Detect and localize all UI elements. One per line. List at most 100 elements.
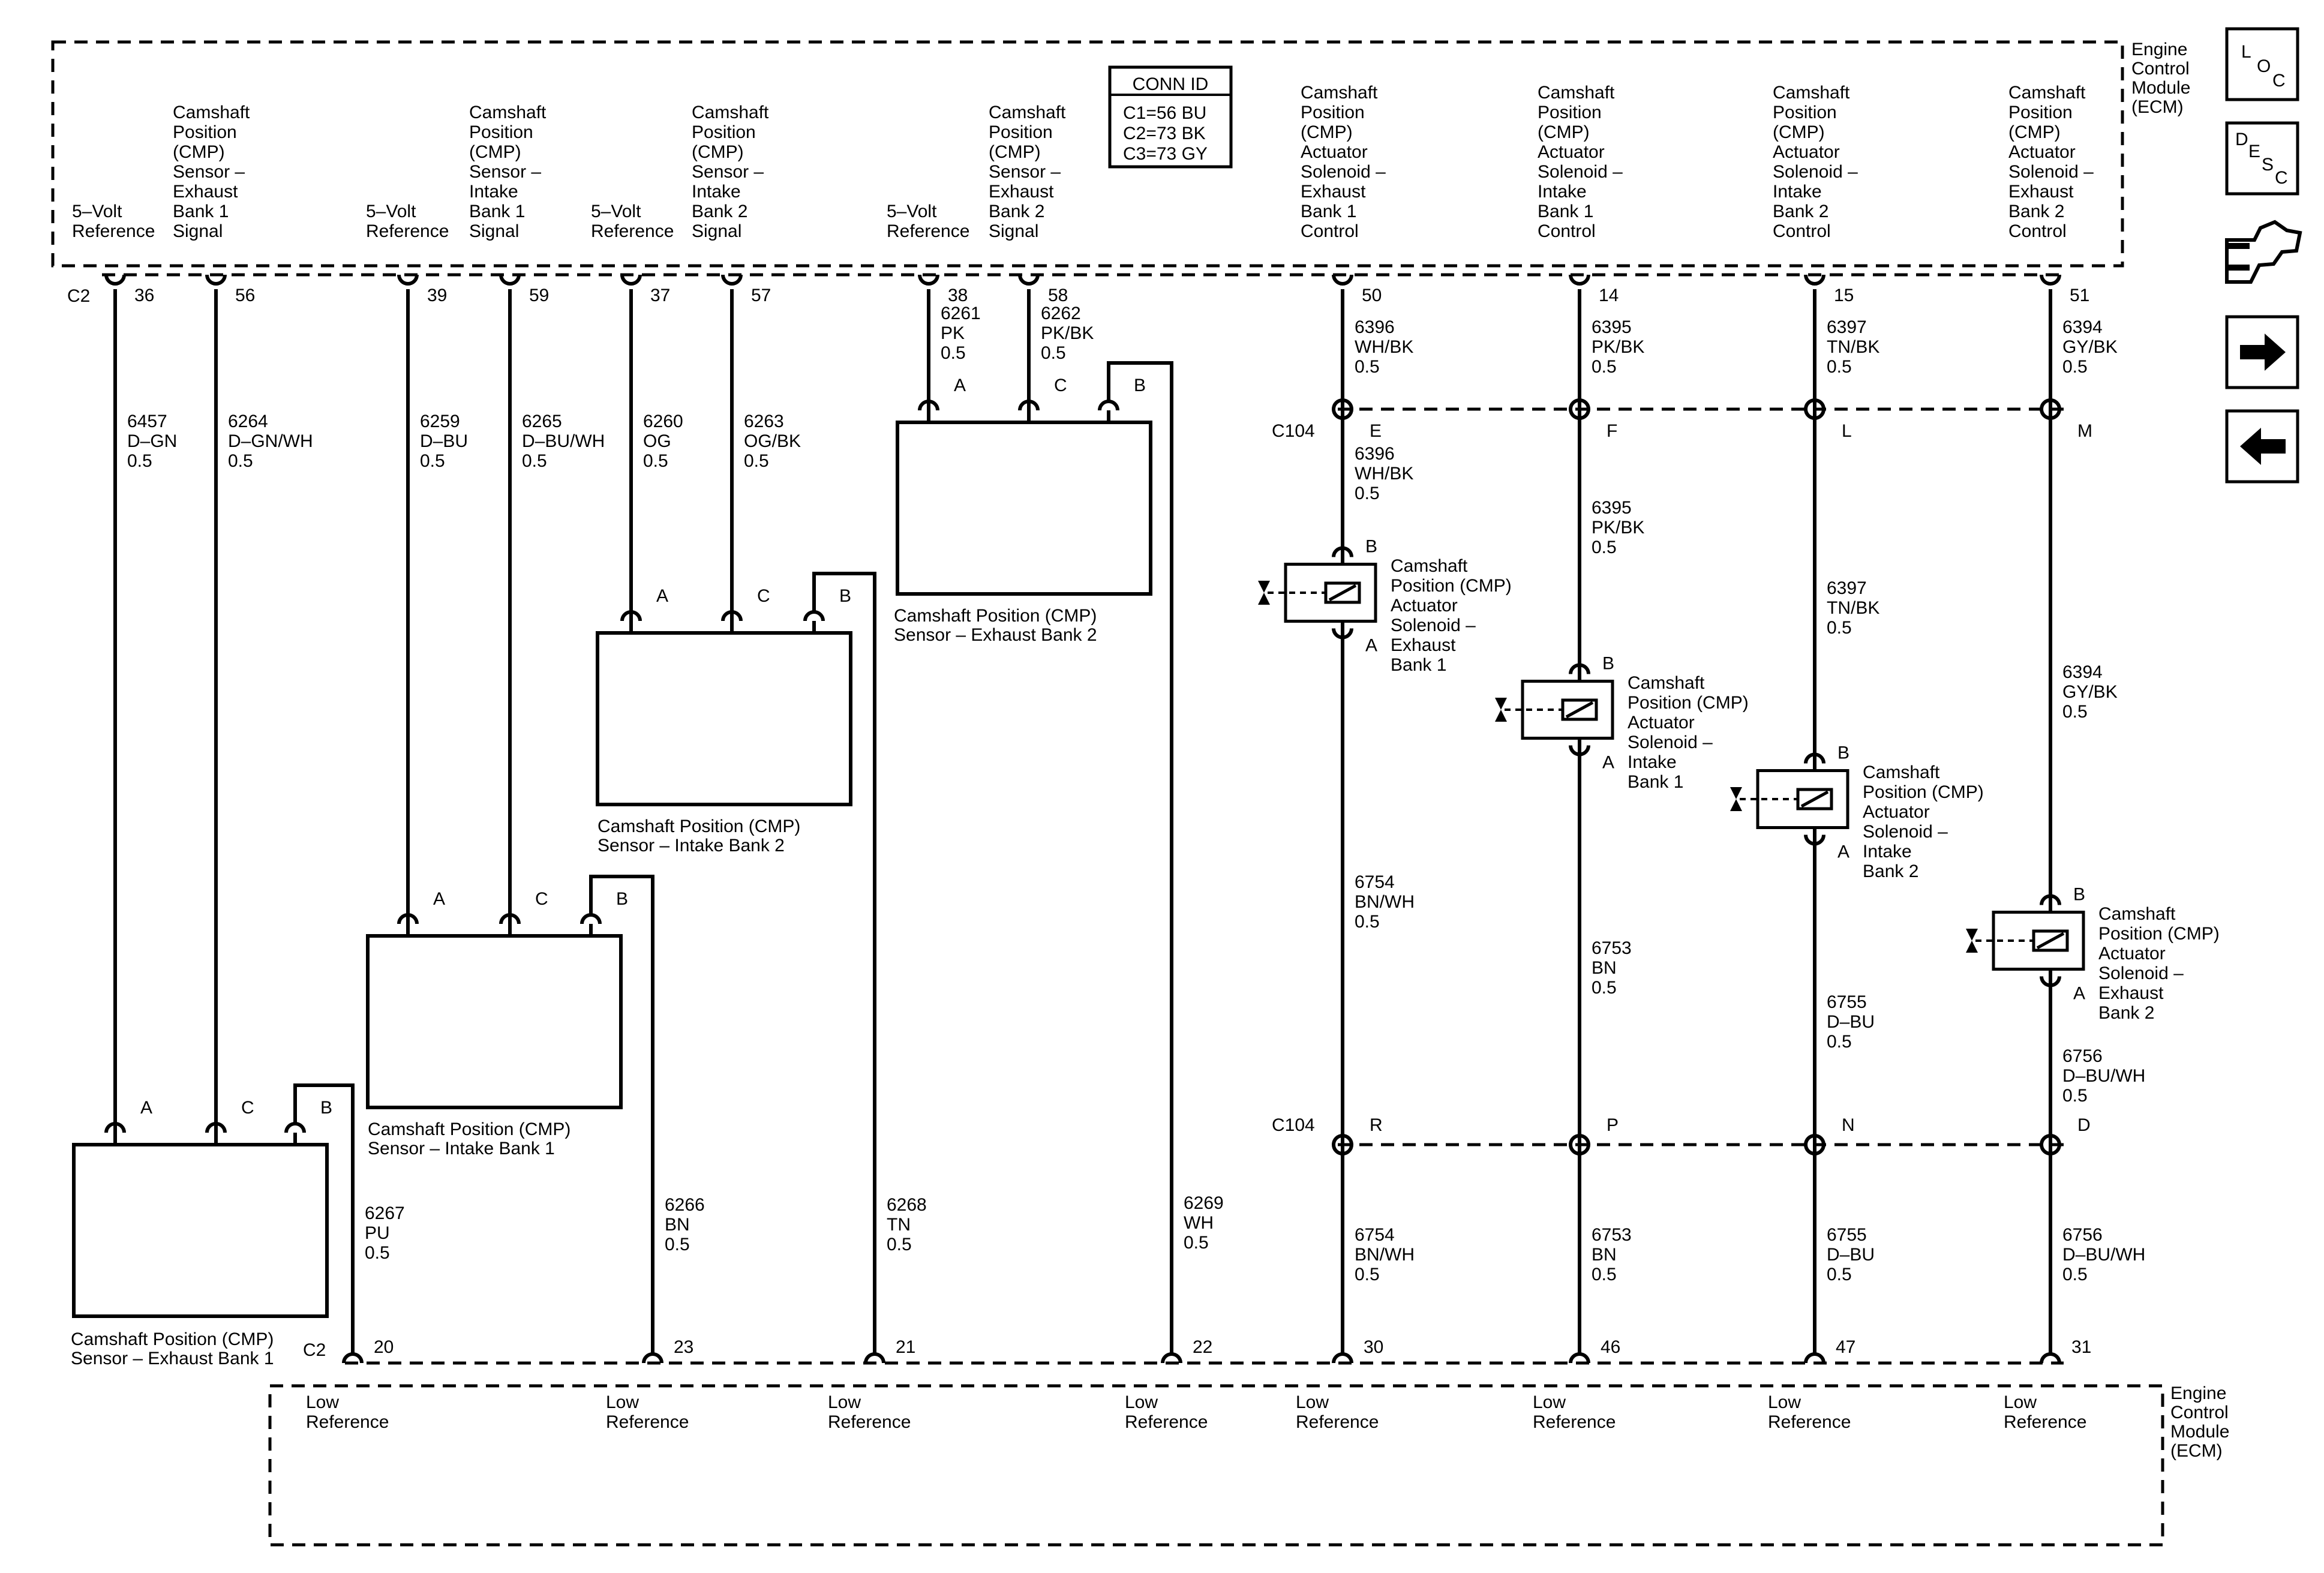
wire-label: 0.5 [1355,484,1380,503]
connector-icon[interactable] [2225,220,2302,284]
terminal-male [721,274,743,286]
ecm-name-line: (ECM) [2170,1441,2223,1461]
solenoid-valve-icon [1966,929,1978,953]
terminal-female [1332,1352,1353,1364]
conn-id-title: CONN ID [1133,74,1209,94]
ecm-pin-label: Control [1538,221,1596,241]
wire-label: 6264 [228,412,268,431]
ecm-pin-number: 20 [374,1337,394,1357]
next-arrow-icon[interactable] [2225,315,2299,389]
ecm-pin-label: Reference [828,1412,911,1432]
ecm-pin-label: Sensor – [989,162,1061,182]
solenoid-pin-label: A [1365,636,1377,656]
terminal-female [342,1352,364,1364]
ecm-pin-label: 5–Volt [887,202,937,221]
ecm-pin-label: (CMP) [1538,122,1590,142]
wire [589,875,654,1355]
terminal-female [1161,1352,1182,1364]
desc-letter: S [2262,155,2274,175]
wire-label: WH/BK [1355,464,1413,484]
wire-label: BN [1592,958,1617,978]
solenoid-name-line: Bank 1 [1391,655,1446,675]
ecm-pin-label: Low [1296,1392,1329,1412]
connector-label-c2-bottom: C2 [303,1340,326,1360]
wire-label: 6756 [2062,1046,2103,1066]
ecm-name-line: Control [2170,1403,2229,1422]
wire-label: 6259 [420,412,460,431]
desc-icon[interactable]: D E S C [2225,121,2299,196]
ecm-pin-label: Camshaft [469,103,547,122]
ecm-pin-label: 5–Volt [72,202,122,221]
ecm-bottom-box [268,1384,2164,1547]
ecm-pin-number: 51 [2070,286,2089,305]
ecm-pin-label: Bank 1 [1538,202,1593,221]
terminal-female [918,400,939,411]
terminal-male [1569,745,1590,757]
ecm-pin-label: Low [2004,1392,2037,1412]
solenoid-coil-line [1565,701,1594,719]
sensor-pin-label: A [954,376,966,395]
ecm-top-name: Engine Control Module (ECM) [2131,40,2190,117]
solenoid-pin-label: A [1602,753,1614,773]
terminal-female [499,913,521,924]
wire-label: 0.5 [1592,978,1617,998]
terminal-female [2040,398,2061,410]
terminal-female [2040,1134,2061,1145]
terminal-male [499,274,521,286]
wire-label: 6755 [1827,1225,1867,1245]
wire-label: 6753 [1592,938,1632,958]
ecm-pin-label: Camshaft [989,103,1066,122]
conn-id-line: C2=73 BK [1123,124,1206,143]
terminal-female [1332,398,1353,410]
terminal-male [1332,1144,1353,1155]
terminal-male [2040,274,2061,286]
wire-label: OG/BK [744,431,801,451]
ecm-pin-label: (CMP) [173,142,225,162]
c104-pin-label: D [2077,1115,2091,1135]
wire-label: 0.5 [1827,1032,1852,1052]
ecm-pin-label: 5–Volt [366,202,416,221]
sensor-name-intake-bank-2: Camshaft Position (CMP) Sensor – Intake … [597,816,800,855]
wire-label: PK [941,323,965,343]
wire-label: WH/BK [1355,337,1413,357]
ecm-pin-label: Reference [606,1412,689,1432]
wire-label: PU [365,1223,390,1243]
ecm-name-line: Module [2170,1422,2229,1442]
wire-label: 6265 [522,412,562,431]
c104-pin-label: P [1607,1115,1619,1135]
c104-pin-label: M [2077,421,2092,441]
wire-label: WH [1184,1213,1214,1233]
ecm-name-line: Engine [2170,1383,2226,1403]
wire-label: 6266 [665,1195,705,1215]
wire-label: 6263 [744,412,784,431]
loc-icon[interactable]: L O C [2225,27,2299,101]
solenoid-name-line: Actuator [1391,596,1458,616]
ecm-pin-number: 21 [896,1337,915,1357]
previous-arrow-icon[interactable] [2225,409,2299,484]
conn-id-line: C3=73 GY [1123,144,1208,164]
ecm-pin-label: Reference [1296,1412,1379,1432]
ecm-pin-number: 57 [751,286,771,305]
conn-id-box: CONN ID C1=56 BU C2=73 BK C3=73 GY [1108,65,1233,169]
sensor-name-line: Camshaft Position (CMP) [71,1329,274,1349]
connector-label-c104-bottom: C104 [1272,1115,1315,1135]
wire-label: 6395 [1592,317,1632,337]
ecm-pin-label: Reference [2004,1412,2086,1432]
ecm-pin-label: (CMP) [692,142,744,162]
ecm-pin-number: 15 [1834,286,1854,305]
ecm-pin-label: Exhaust [2008,182,2074,202]
solenoid-name-line: Camshaft [1628,673,1705,693]
ecm-pin-label: Exhaust [1301,182,1366,202]
ecm-pin-number: 37 [650,286,670,305]
solenoid-pin-label: B [1602,654,1614,674]
ecm-pin-label: Control [1773,221,1831,241]
terminal-female [1804,1352,1825,1364]
ecm-pin-label: (CMP) [1301,122,1353,142]
wire-label: D–BU [1827,1245,1875,1265]
wire-label: 6394 [2062,662,2103,682]
sensor-pin-label: B [320,1098,332,1118]
terminal-male [918,274,939,286]
wire [812,572,876,1355]
wire-label: PK/BK [1592,337,1644,357]
solenoid-name-line: Actuator [1628,713,1695,733]
